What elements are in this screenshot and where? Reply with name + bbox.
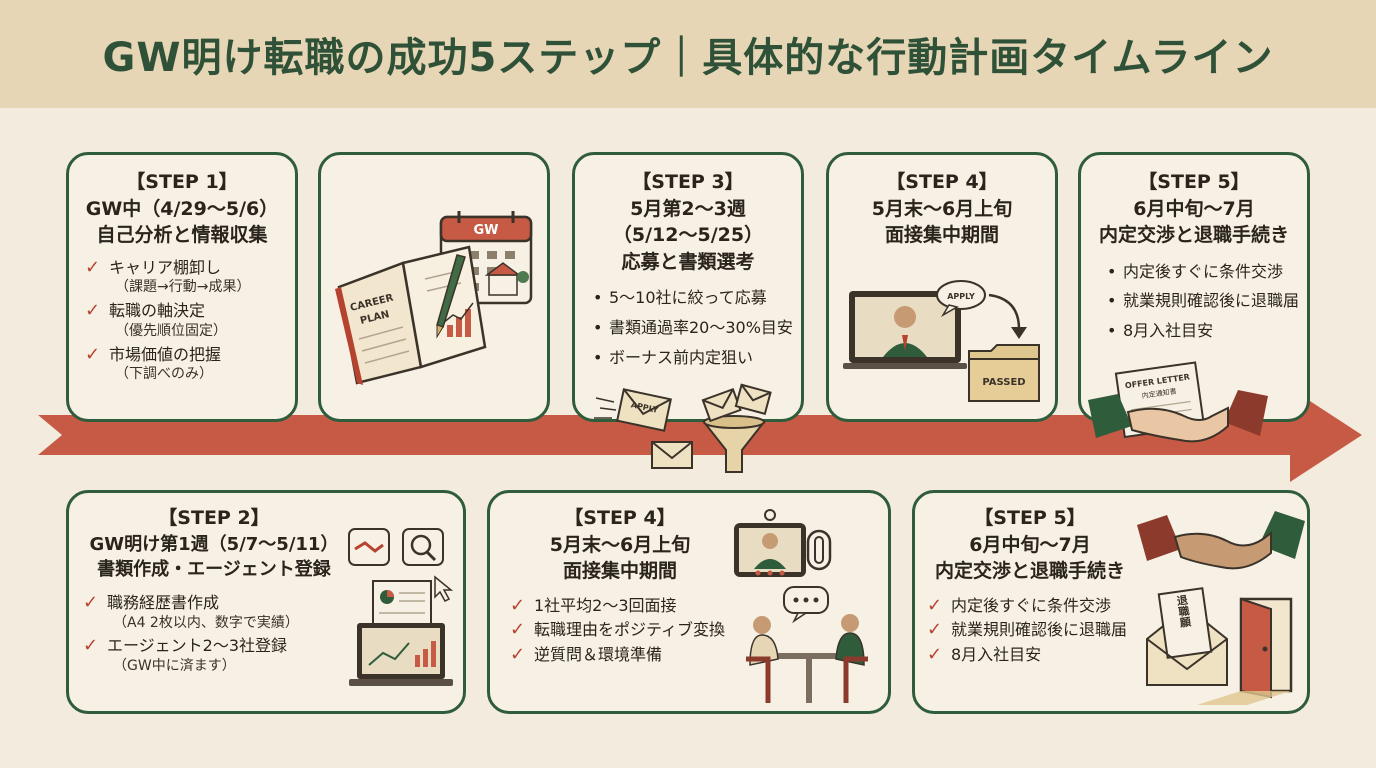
timeline-arrow xyxy=(38,388,1362,482)
envelope-icon xyxy=(651,441,693,469)
folder-icon: PASSED xyxy=(968,344,1040,402)
list-item: 8月入社目安 xyxy=(1105,320,1307,342)
online-interview-illustration: APPLY PASSED xyxy=(843,280,1040,402)
step1-list: キャリア棚卸し（課題→行動→成果） 転職の軸決定（優先順位固定） 市場価値の把握… xyxy=(83,256,295,384)
laptop-icon xyxy=(349,623,453,686)
handshake-icon xyxy=(1137,511,1305,570)
step3-label: 【STEP 3】 xyxy=(632,171,744,193)
header-banner: GW明け転職の成功5ステップ｜具体的な行動計画タイムライン xyxy=(0,0,1376,108)
notebook-icon: CAREER PLAN xyxy=(335,245,487,385)
step5-bottom-period: 6月中旬〜7月 xyxy=(969,533,1091,556)
magnifier-icon xyxy=(402,528,444,566)
step3-heading: 応募と書類選考 xyxy=(621,250,755,273)
step1-card: 【STEP 1】 GW中（4/29〜5/6） 自己分析と情報収集 キャリア棚卸し… xyxy=(66,152,298,422)
list-item: 転職の軸決定（優先順位固定） xyxy=(83,299,295,340)
step1-heading: 自己分析と情報収集 xyxy=(96,224,268,247)
door-icon xyxy=(1197,597,1293,705)
career-plan-illustration: GW CAREER PLAN xyxy=(335,211,533,385)
step5-top-period: 6月中旬〜7月 xyxy=(1133,197,1255,220)
step3-period2: （5/12〜5/25） xyxy=(612,224,764,247)
svg-text:GW: GW xyxy=(473,223,498,238)
step5-bottom-heading: 内定交渉と退職手続き xyxy=(934,560,1125,583)
laptop-icon xyxy=(843,291,967,369)
pen-icon xyxy=(436,254,466,339)
step2-card: 【STEP 2】 GW明け第1週（5/7〜5/11） 書類作成・エージェント登録… xyxy=(66,490,466,714)
funnel-icon xyxy=(701,383,772,473)
step3-list: 5〜10社に絞って応募 書類通過率20〜30%目安 ボーナス前内定狙い xyxy=(591,287,801,368)
step5-top-heading: 内定交渉と退職手続き xyxy=(1098,224,1289,247)
step5-bottom-list: 内定後すぐに条件交渉 就業規則確認後に退職届 8月入社目安 xyxy=(925,594,1307,667)
resignation-envelope-icon: 退職願 xyxy=(1146,587,1228,686)
handshake-badge-icon xyxy=(348,528,390,566)
list-item: 5〜10社に絞って応募 xyxy=(591,287,801,309)
document-laptop-illustration xyxy=(348,528,454,686)
step5-top-list: 内定後すぐに条件交渉 就業規則確認後に退職届 8月入社目安 xyxy=(1105,261,1307,342)
list-item: 8月入社目安 xyxy=(925,643,1307,667)
step2-list: 職務経歴書作成（A4 2枚以内、数字で実績） エージェント2〜3社登録（GW中に… xyxy=(81,591,463,676)
svg-text:PASSED: PASSED xyxy=(982,377,1025,388)
list-item: 職務経歴書作成（A4 2枚以内、数字で実績） xyxy=(81,591,463,632)
list-item: ボーナス前内定狙い xyxy=(591,347,801,369)
cursor-icon xyxy=(434,575,454,602)
step4-top-label: 【STEP 4】 xyxy=(886,171,998,193)
list-item: 内定後すぐに条件交渉 xyxy=(1105,261,1307,283)
list-item: キャリア棚卸し（課題→行動→成果） xyxy=(83,256,295,297)
handshake-icon xyxy=(1088,390,1268,443)
envelopes-funnel-illustration: APPLY xyxy=(594,383,772,473)
list-item: 1社平均2〜3回面接 xyxy=(508,594,888,618)
step5-bottom-card: 【STEP 5】 6月中旬〜7月 内定交渉と退職手続き 内定後すぐに条件交渉 就… xyxy=(912,490,1310,714)
step4-top-period: 5月末〜6月上旬 xyxy=(871,197,1013,220)
resignation-illustration: 退職願 xyxy=(1137,511,1305,705)
meeting-people-icon xyxy=(746,614,868,703)
step3-card: 【STEP 3】 5月第2〜3週 （5/12〜5/25） 応募と書類選考 5〜1… xyxy=(572,152,804,422)
video-call-icon xyxy=(734,509,832,577)
offer-handshake-illustration: OFFER LETTER 内定通知書 xyxy=(1088,361,1268,443)
page-title: GW明け転職の成功5ステップ｜具体的な行動計画タイムライン xyxy=(102,35,1274,81)
step2-heading: 書類作成・エージェント登録 xyxy=(97,558,331,580)
step4-bottom-card: 【STEP 4】 5月末〜6月上旬 面接集中期間 1社平均2〜3回面接 転職理由… xyxy=(487,490,891,714)
step2-period: GW明け第1週（5/7〜5/11） xyxy=(89,533,339,555)
step2-label: 【STEP 2】 xyxy=(158,507,270,529)
list-item: 逆質問＆環境準備 xyxy=(508,643,888,667)
list-item: エージェント2〜3社登録（GW中に済ます） xyxy=(81,634,463,675)
step4-top-heading: 面接集中期間 xyxy=(884,224,999,247)
speech-bubble-icon: APPLY xyxy=(936,280,986,318)
step1-label: 【STEP 1】 xyxy=(126,171,238,193)
career-plan-card: GW CAREER PLAN xyxy=(318,152,550,422)
svg-text:APPLY: APPLY xyxy=(947,292,975,301)
interview-meeting-illustration xyxy=(734,509,868,703)
step4-bottom-label: 【STEP 4】 xyxy=(564,507,676,529)
chat-bubble-icon xyxy=(783,586,829,624)
step4-top-card: 【STEP 4】 5月末〜6月上旬 面接集中期間 APPLY PASSED xyxy=(826,152,1058,422)
list-item: 転職理由をポジティブ変換 xyxy=(508,618,888,642)
step1-period: GW中（4/29〜5/6） xyxy=(85,197,279,220)
step3-period: 5月第2〜3週 xyxy=(630,197,746,220)
step5-top-label: 【STEP 5】 xyxy=(1138,171,1250,193)
list-item: 就業規則確認後に退職届 xyxy=(925,618,1307,642)
list-item: 就業規則確認後に退職届 xyxy=(1105,290,1307,312)
chart-icon xyxy=(442,302,474,337)
svg-text:退職願: 退職願 xyxy=(1174,593,1192,629)
list-item: 内定後すぐに条件交渉 xyxy=(925,594,1307,618)
list-item: 書類通過率20〜30%目安 xyxy=(591,317,801,339)
step4-bottom-period: 5月末〜6月上旬 xyxy=(549,533,691,556)
list-item: 市場価値の把握（下調べのみ） xyxy=(83,343,295,384)
step4-bottom-heading: 面接集中期間 xyxy=(562,560,677,583)
step4-bottom-list: 1社平均2〜3回面接 転職理由をポジティブ変換 逆質問＆環境準備 xyxy=(508,594,888,667)
envelope-icon: APPLY xyxy=(616,388,672,432)
step5-bottom-label: 【STEP 5】 xyxy=(974,507,1086,529)
